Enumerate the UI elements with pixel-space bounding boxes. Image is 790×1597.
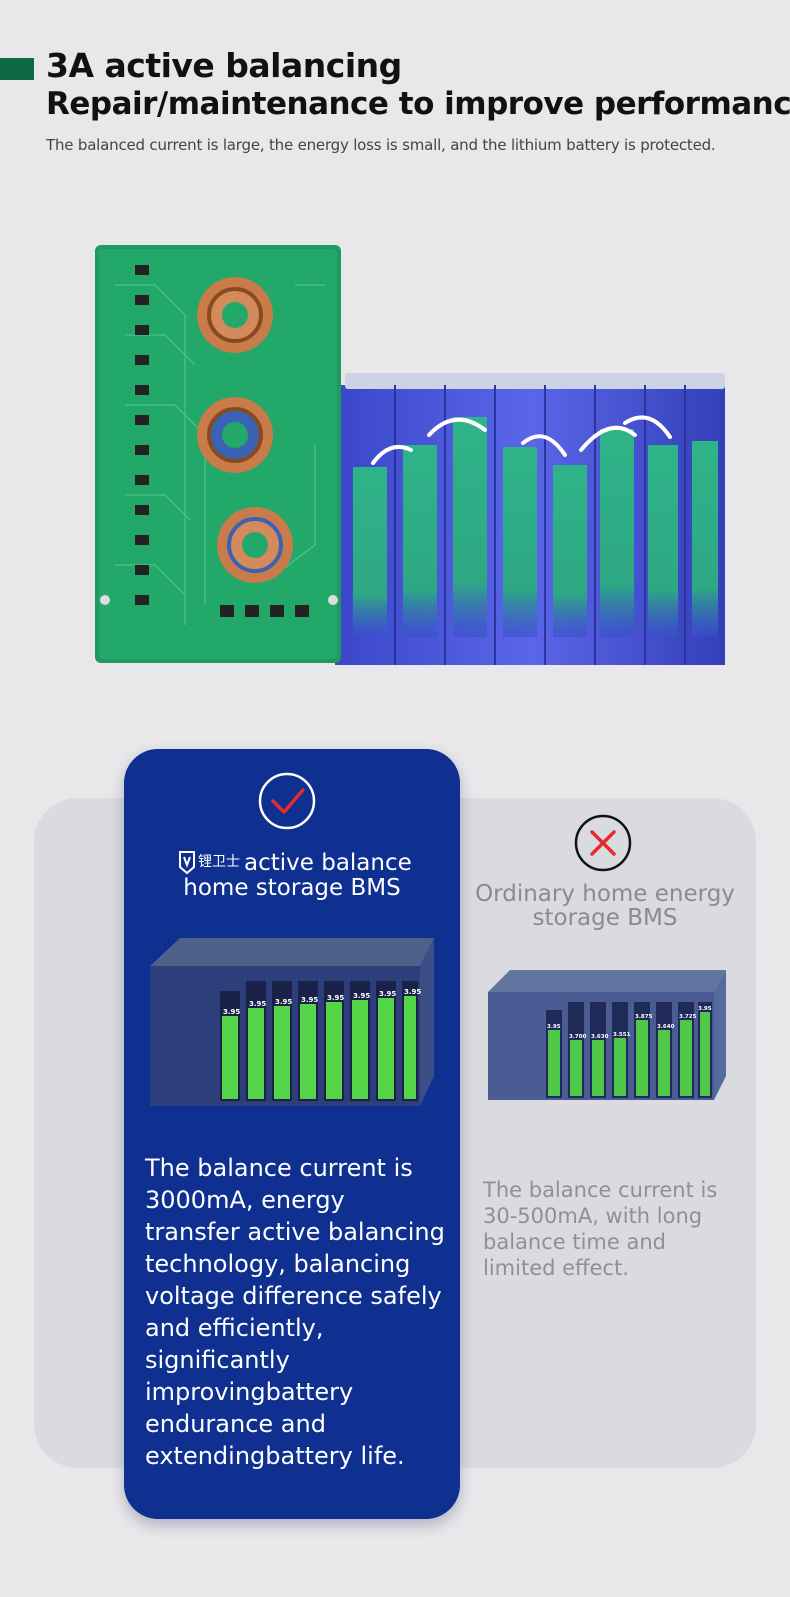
cell-label: 3.95: [301, 996, 318, 1004]
cell-label: 3.95: [404, 988, 421, 996]
cell-label: 3.95: [353, 992, 370, 1000]
page-title: 3A active balancing: [46, 46, 402, 85]
cell-label: 3.875: [635, 1014, 653, 1020]
cell-label: 3.95: [223, 1008, 240, 1016]
battery-cells: [335, 373, 725, 665]
cell-label: 3.95: [327, 994, 344, 1002]
cell-label: 3.95: [275, 998, 292, 1006]
active-balance-card: [124, 749, 460, 1519]
cell-label: 3.725: [679, 1014, 697, 1020]
bms-board-and-battery-image: [95, 245, 725, 665]
svg-text:锂卫士: 锂卫士: [198, 854, 240, 870]
cell-label: 3.551: [613, 1032, 631, 1038]
page-subtitle-heading: Repair/maintenance to improve performanc…: [46, 86, 790, 122]
balanced-battery-pack-image: 3.95 3.95 3.95 3.95 3.95 3.95 3.95 3.95: [150, 938, 434, 1106]
pcb-board: [95, 245, 341, 663]
cross-icon: [574, 814, 632, 872]
brand-logo-icon: 锂卫士: [179, 851, 240, 875]
active-balance-title-line1: 锂卫士 active balance: [178, 848, 428, 878]
check-icon: [258, 772, 316, 830]
unbalanced-battery-pack-image: 3.95 3.700 3.630 3.551 3.875 3.640 3.725…: [488, 970, 726, 1100]
active-balance-title-line2: home storage BMS: [183, 875, 401, 901]
cell-label: 3.95: [379, 990, 396, 998]
active-balance-description: The balance current is 3000mA, energy tr…: [145, 1154, 445, 1470]
active-balance-label: active balance: [244, 850, 412, 876]
ordinary-bms-description: The balance current is 30-500mA, with lo…: [483, 1178, 718, 1280]
cell-label: 3.700: [569, 1034, 587, 1040]
cell-label: 3.95: [547, 1024, 561, 1030]
cell-label: 3.640: [657, 1024, 675, 1030]
accent-bar: [0, 58, 34, 80]
ordinary-bms-title: Ordinary home energy storage BMS: [475, 881, 735, 931]
page-description: The balanced current is large, the energ…: [46, 136, 716, 154]
cell-label: 3.630: [591, 1034, 609, 1040]
cell-label: 3.95: [698, 1006, 712, 1012]
cell-label: 3.95: [249, 1000, 266, 1008]
